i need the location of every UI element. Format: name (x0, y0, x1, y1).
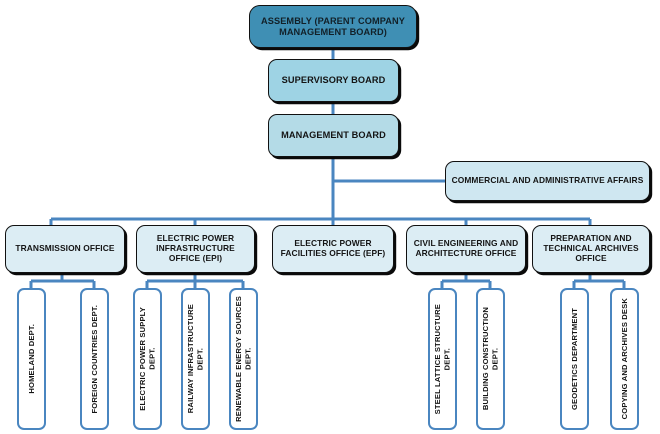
node-dept-geodetics-label: GEODETICS DEPARTMENT (569, 307, 579, 410)
node-office-electric-power-facilities[interactable]: ELECTRIC POWER FACILITIES OFFICE (EPF) (272, 225, 394, 273)
node-dept-homeland[interactable]: HOMELAND DEPT. (17, 288, 46, 430)
node-management-board[interactable]: MANAGEMENT BOARD (268, 114, 399, 157)
node-dept-copying-archives-desk[interactable]: COPYING AND ARCHIVES DESK (610, 288, 639, 430)
node-office-transmission-label: TRANSMISSION OFFICE (15, 243, 115, 254)
node-commercial-administrative-affairs[interactable]: COMMERCIAL AND ADMINISTRATIVE AFFAIRS (445, 161, 650, 201)
node-dept-foreign-countries-label: FOREIGN COUNTRIES DEPT. (89, 304, 99, 414)
node-supervisory-board[interactable]: SUPERVISORY BOARD (268, 59, 399, 102)
node-assembly[interactable]: ASSEMBLY (PARENT COMPANY MANAGEMENT BOAR… (249, 5, 417, 48)
node-office-transmission[interactable]: TRANSMISSION OFFICE (5, 225, 125, 273)
node-supervisory-board-label: SUPERVISORY BOARD (281, 75, 386, 86)
node-dept-homeland-label: HOMELAND DEPT. (26, 324, 36, 394)
node-office-electric-power-infrastructure-label: ELECTRIC POWER INFRASTRUCTURE OFFICE (EP… (156, 233, 235, 263)
node-dept-electric-power-supply[interactable]: ELECTRIC POWER SUPPLY DEPT. (133, 288, 162, 430)
node-dept-foreign-countries[interactable]: FOREIGN COUNTRIES DEPT. (80, 288, 109, 430)
node-dept-copying-archives-desk-label: COPYING AND ARCHIVES DESK (619, 298, 629, 420)
node-dept-railway-infrastructure[interactable]: RAILWAY INFRASTRUCTURE DEPT. (181, 288, 210, 430)
node-office-civil-engineering-architecture-label: CIVIL ENGINEERING AND ARCHITECTURE OFFIC… (413, 238, 519, 258)
node-dept-railway-infrastructure-label: RAILWAY INFRASTRUCTURE DEPT. (186, 304, 205, 414)
node-dept-building-construction-label: BUILDING CONSTRUCTION DEPT. (481, 307, 500, 411)
node-office-preparation-technical-archives[interactable]: PREPARATION AND TECHNICAL ARCHIVES OFFIC… (532, 225, 650, 273)
node-dept-electric-power-supply-label: ELECTRIC POWER SUPPLY DEPT. (138, 307, 157, 411)
node-management-board-label: MANAGEMENT BOARD (281, 130, 386, 141)
node-assembly-label: ASSEMBLY (PARENT COMPANY MANAGEMENT BOAR… (261, 15, 405, 37)
node-dept-building-construction[interactable]: BUILDING CONSTRUCTION DEPT. (476, 288, 505, 430)
node-dept-geodetics[interactable]: GEODETICS DEPARTMENT (560, 288, 589, 430)
node-commercial-administrative-affairs-label: COMMERCIAL AND ADMINISTRATIVE AFFAIRS (451, 175, 644, 186)
node-office-civil-engineering-architecture[interactable]: CIVIL ENGINEERING AND ARCHITECTURE OFFIC… (406, 225, 526, 273)
node-dept-renewable-energy-sources[interactable]: RENEWABLE ENERGY SOURCES DEPT. (229, 288, 258, 430)
node-dept-steel-lattice-structure-label: STEEL LATTICE STRUCTURE DEPT. (433, 303, 452, 415)
node-office-electric-power-infrastructure[interactable]: ELECTRIC POWER INFRASTRUCTURE OFFICE (EP… (136, 225, 255, 273)
node-office-preparation-technical-archives-label: PREPARATION AND TECHNICAL ARCHIVES OFFIC… (543, 233, 639, 263)
node-office-electric-power-facilities-label: ELECTRIC POWER FACILITIES OFFICE (EPF) (280, 238, 386, 258)
node-dept-steel-lattice-structure[interactable]: STEEL LATTICE STRUCTURE DEPT. (428, 288, 457, 430)
node-dept-renewable-energy-sources-label: RENEWABLE ENERGY SOURCES DEPT. (234, 296, 253, 422)
